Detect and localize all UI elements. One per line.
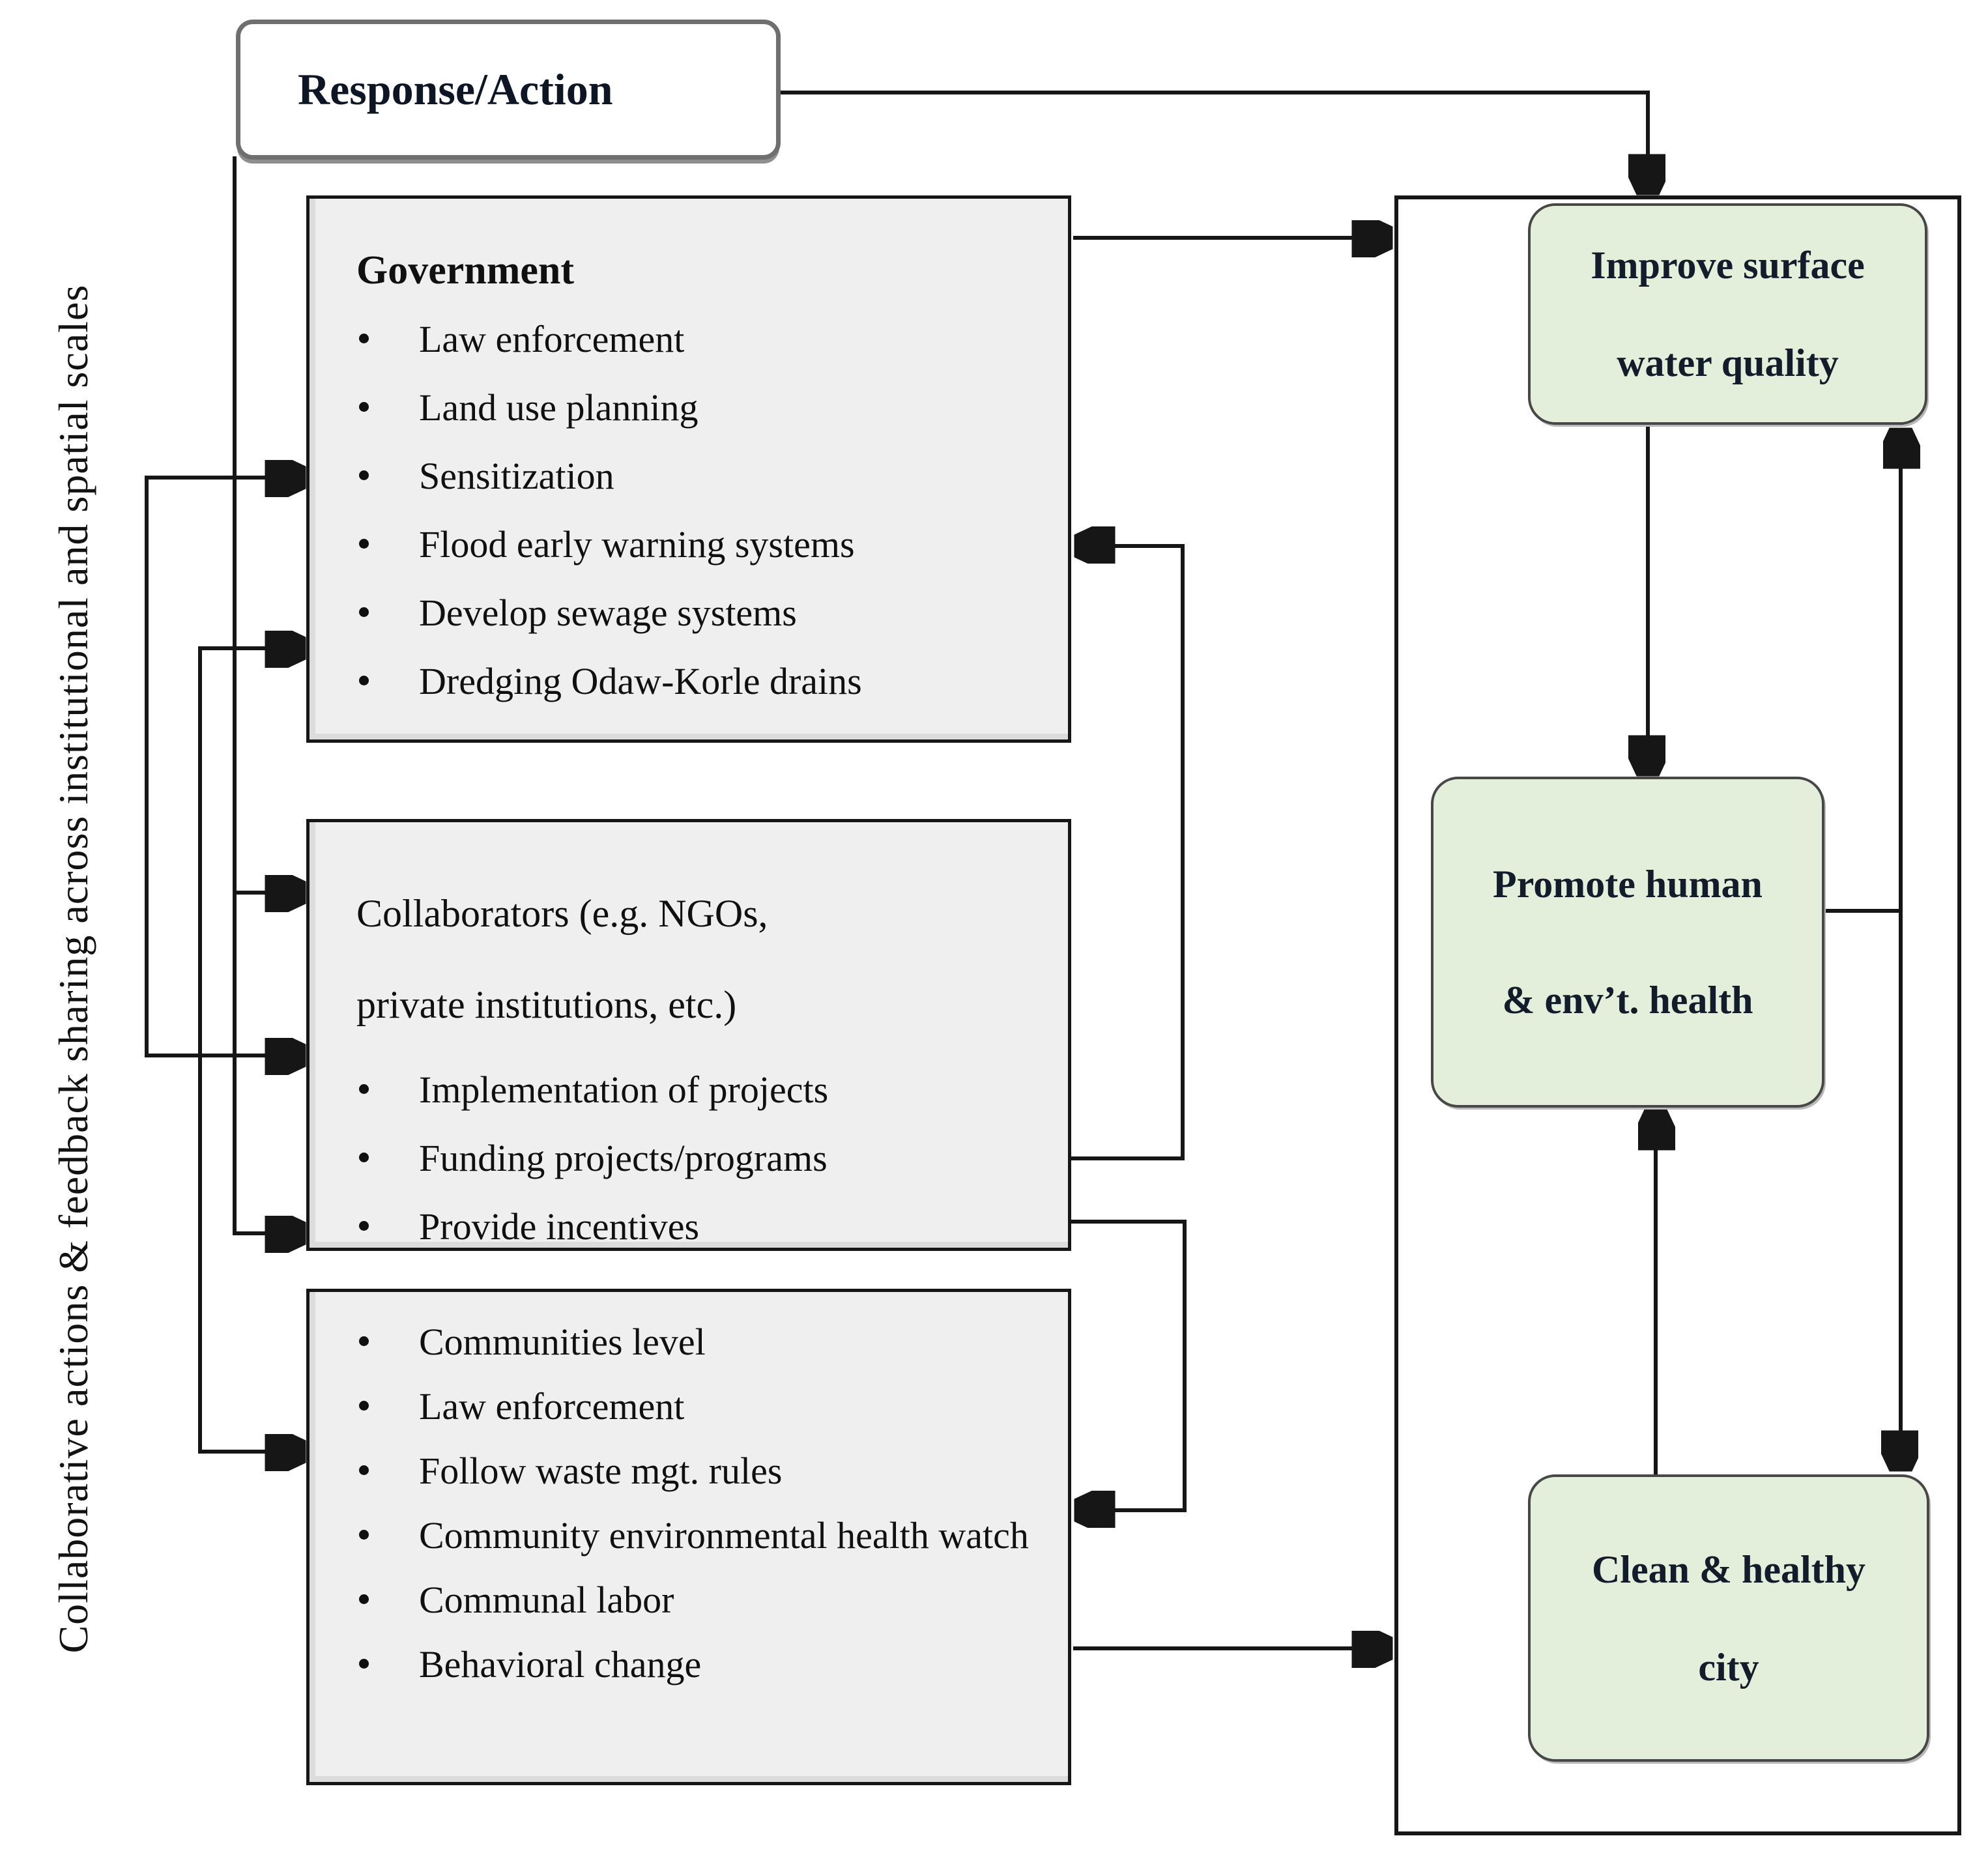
communities-bullet-item: Communal labor	[356, 1568, 1055, 1632]
communities-box: Communities level Law enforcement Follow…	[306, 1289, 1071, 1785]
bullet-label: Land use planning	[419, 386, 699, 429]
collaborators-bullet-item: Implementation of projects	[356, 1055, 1055, 1124]
communities-bullet-item: Communities level	[356, 1310, 1055, 1374]
left-axis-label: Collaborative actions & feedback sharing…	[50, 284, 96, 1654]
communities-bullet-item: Law enforcement	[356, 1374, 1055, 1439]
bullet-label: Provide incentives	[419, 1205, 700, 1248]
bullet-label: Behavioral change	[419, 1643, 702, 1686]
government-heading: Government	[356, 248, 575, 293]
collaborators-to-communities-feedback	[1071, 1220, 1187, 1510]
government-bullet-item: Sensitization	[356, 442, 1055, 510]
government-bullet-item: Develop sewage systems	[356, 579, 1055, 647]
communities-bullet-list: Communities level Law enforcement Follow…	[356, 1310, 1055, 1697]
outcome-promote-human-environment-health: Promote human & env’t. health	[1431, 777, 1824, 1108]
government-bullet-list: Law enforcement Land use planning Sensit…	[356, 305, 1055, 715]
collaborators-bullet-list: Implementation of projects Funding proje…	[356, 1055, 1055, 1261]
response-action-label: Response/Action	[298, 65, 613, 114]
bullet-label: Law enforcement	[419, 318, 685, 360]
bullet-label: Flood early warning systems	[419, 523, 855, 566]
outcome-improve-surface-water-quality: Improve surface water quality	[1528, 203, 1927, 425]
government-bullet-item: Flood early warning systems	[356, 510, 1055, 579]
bullet-label: Sensitization	[419, 455, 614, 497]
response-action-box: Response/Action	[236, 20, 781, 160]
government-bullet-item: Dredging Odaw-Korle drains	[356, 647, 1055, 715]
bullet-label: Communal labor	[419, 1579, 674, 1621]
communities-bullet-item: Community environmental health watch	[356, 1503, 1055, 1568]
bullet-label: Implementation of projects	[419, 1069, 829, 1111]
bullet-label: Funding projects/programs	[419, 1137, 828, 1179]
bullet-label: Community environmental health watch	[419, 1514, 1029, 1557]
collaborators-box: Collaborators (e.g. NGOs, private instit…	[306, 819, 1071, 1251]
collaborators-to-government-feedback	[1071, 546, 1185, 1160]
government-bullet-item: Law enforcement	[356, 305, 1055, 373]
left-feedback-lines	[145, 156, 298, 1452]
government-box: Government Law enforcement Land use plan…	[306, 195, 1071, 743]
government-bullet-item: Land use planning	[356, 373, 1055, 442]
communities-bullet-item: Behavioral change	[356, 1632, 1055, 1697]
bullet-label: Dredging Odaw-Korle drains	[419, 660, 862, 702]
collaborators-heading: Collaborators (e.g. NGOs, private instit…	[356, 892, 768, 1026]
collaborators-bullet-item: Funding projects/programs	[356, 1124, 1055, 1192]
bullet-label: Develop sewage systems	[419, 592, 797, 634]
outcomes-panel	[1394, 195, 1961, 1835]
collaborators-bullet-item: Provide incentives	[356, 1192, 1055, 1261]
bullet-label: Communities level	[419, 1321, 706, 1363]
bullet-label: Law enforcement	[419, 1385, 685, 1428]
outcome-clean-healthy-city: Clean & healthy city	[1528, 1474, 1929, 1762]
bullet-label: Follow waste mgt. rules	[419, 1450, 783, 1492]
response-to-outcomes-arrow	[779, 91, 1648, 188]
communities-bullet-item: Follow waste mgt. rules	[356, 1439, 1055, 1503]
